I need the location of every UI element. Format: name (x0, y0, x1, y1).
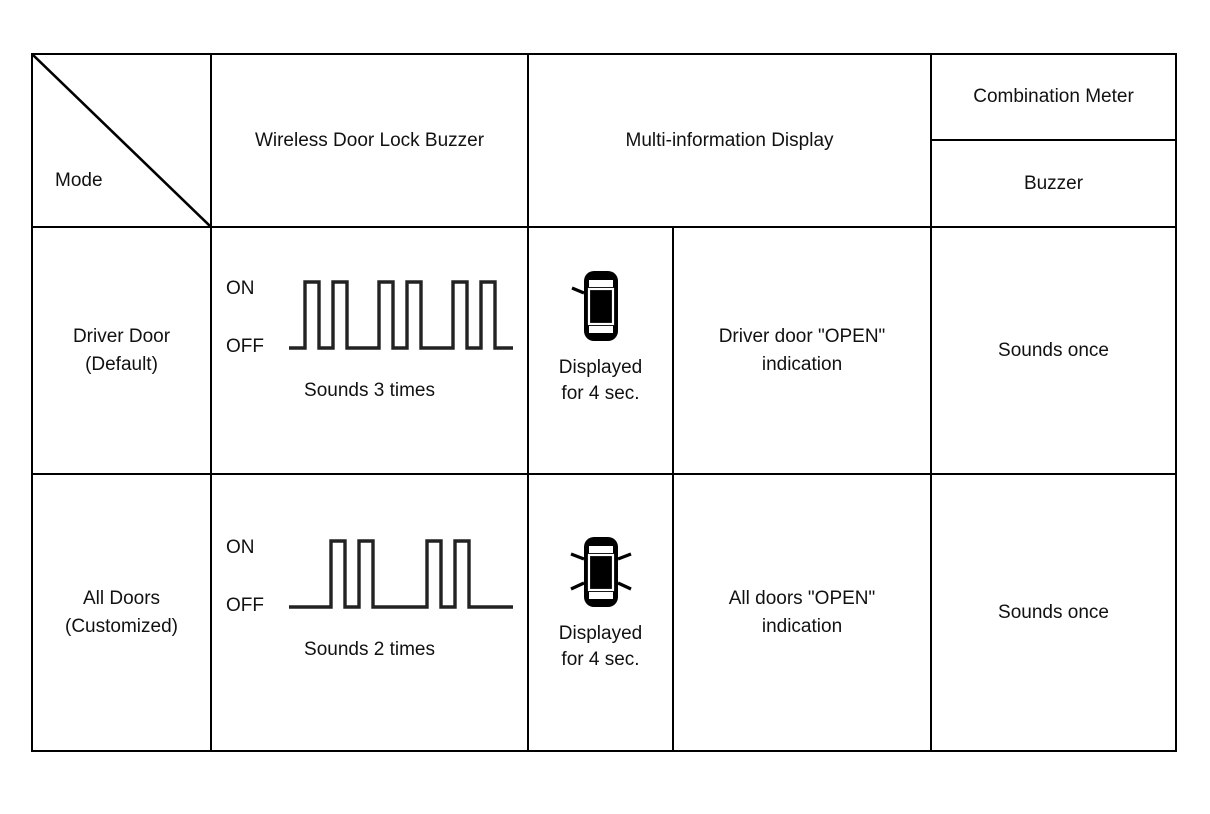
table-row: Driver Door (Default) ON OFF Sounds 3 ti… (31, 226, 1178, 475)
display-duration-line1: Displayed (558, 356, 643, 378)
mode-comparison-table: Mode Wireless Door Lock Buzzer Multi-inf… (31, 53, 1178, 752)
display-text-line1: All doors "OPEN" (728, 587, 876, 609)
mode-line-primary: All Doors (82, 587, 161, 609)
mode-line-secondary: (Default) (85, 353, 158, 375)
display-text-line1: Driver door "OPEN" (718, 325, 886, 347)
header-combination-meter: Combination Meter (930, 53, 1178, 141)
row-buzzer-waveform-driver-door: ON OFF Sounds 3 times (210, 226, 529, 475)
header-mode-label: Mode (55, 170, 103, 191)
display-text-line2: indication (761, 615, 843, 637)
row-display-text-all-doors: All doors "OPEN" indication (671, 473, 933, 752)
display-duration-line1: Displayed (558, 622, 643, 644)
waveform-2-times-icon (289, 539, 513, 609)
waveform-off-label: OFF (226, 595, 264, 616)
diagonal-divider-icon (33, 55, 210, 226)
waveform-off-label: OFF (226, 336, 264, 357)
row-meter-buzzer-driver-door: Sounds once (930, 226, 1178, 475)
display-duration-caption: Displayed for 4 sec. (559, 355, 642, 406)
row-display-icon-driver-door: Displayed for 4 sec. (527, 226, 674, 475)
row-display-text-driver-door: Driver door "OPEN" indication (671, 226, 933, 475)
table-row: All Doors (Customized) ON OFF Sounds 2 t… (31, 473, 1178, 752)
display-duration-caption: Displayed for 4 sec. (559, 621, 642, 672)
waveform-caption: Sounds 2 times (304, 639, 435, 660)
waveform-caption: Sounds 3 times (304, 380, 435, 401)
car-driver-door-open-icon (570, 270, 618, 341)
header-corner-cell: Mode (31, 53, 212, 228)
table-header-row: Mode Wireless Door Lock Buzzer Multi-inf… (31, 53, 1178, 228)
waveform-3-times-icon (289, 280, 513, 350)
display-duration-line2: for 4 sec. (561, 648, 640, 670)
mode-line-secondary: (Customized) (65, 615, 178, 637)
waveform-on-label: ON (226, 278, 255, 299)
row-mode-driver-door: Driver Door (Default) (31, 226, 212, 475)
mode-line-primary: Driver Door (72, 325, 171, 347)
row-buzzer-waveform-all-doors: ON OFF Sounds 2 times (210, 473, 529, 752)
header-wireless-door-lock-buzzer: Wireless Door Lock Buzzer (210, 53, 529, 228)
waveform-on-label: ON (226, 537, 255, 558)
display-duration-line2: for 4 sec. (561, 382, 640, 404)
row-display-icon-all-doors: Displayed for 4 sec. (527, 473, 674, 752)
display-text-line2: indication (761, 353, 843, 375)
table-header-subrow: Buzzer (32, 139, 1178, 228)
car-all-doors-open-icon (569, 536, 632, 607)
row-mode-all-doors: All Doors (Customized) (31, 473, 212, 752)
row-meter-buzzer-all-doors: Sounds once (930, 473, 1178, 752)
header-combination-meter-buzzer: Buzzer (930, 139, 1178, 228)
header-multi-information-display: Multi-information Display (526, 53, 933, 228)
